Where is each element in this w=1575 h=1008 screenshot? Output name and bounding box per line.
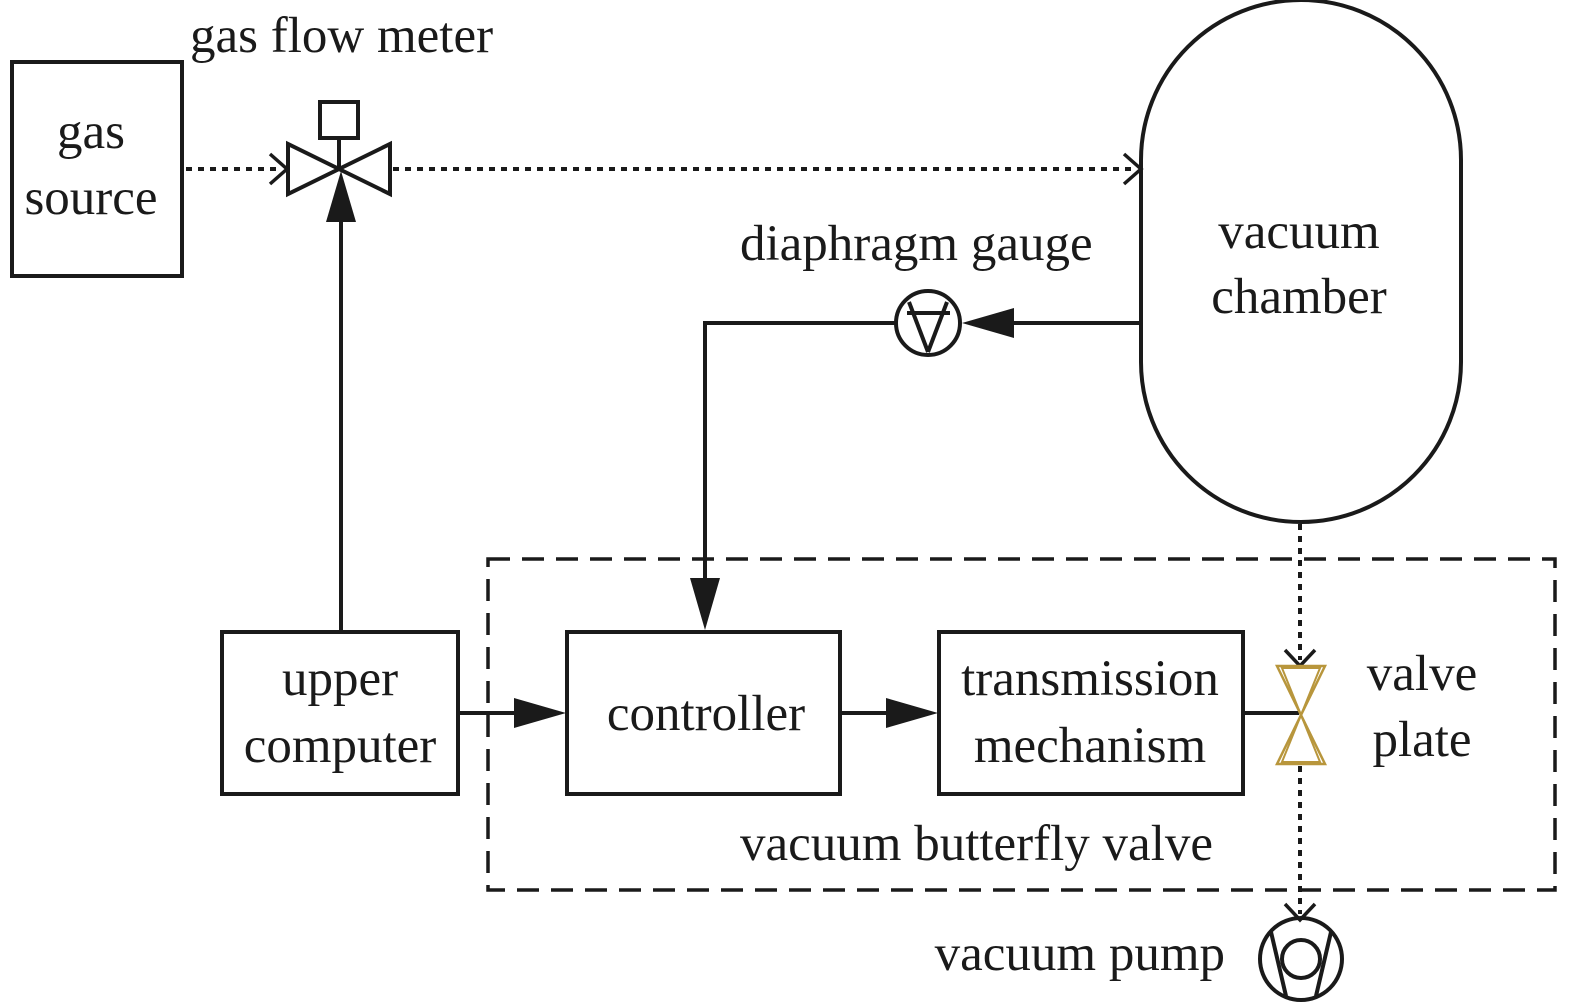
signal-arrow-to-gauge	[962, 308, 1014, 338]
controller-block: controller	[565, 630, 842, 796]
transmission-label-line1: transmission	[961, 651, 1219, 707]
transmission-label-line2: mechanism	[974, 718, 1206, 774]
signal-line-gauge-to-controller	[703, 321, 896, 580]
valve-plate-label-line1: valve	[1367, 646, 1477, 702]
signal-arrow-to-controller	[690, 578, 720, 630]
diaphragm-gauge-icon	[894, 289, 962, 357]
valve-plate-icon	[1274, 664, 1328, 766]
signal-arrow-to-transmission	[886, 698, 938, 728]
vacuum-chamber-label-line2: chamber	[1211, 269, 1387, 325]
gas-source-label-line2: source	[24, 170, 157, 226]
gas-flow-meter-label: gas flow meter	[190, 8, 493, 64]
signal-arrow-to-meter	[326, 171, 356, 222]
vacuum-pump-label: vacuum pump	[935, 926, 1225, 982]
vacuum-butterfly-valve-frame	[486, 557, 1557, 892]
vacuum-pump-icon	[1258, 916, 1344, 1002]
vacuum-butterfly-valve-label: vacuum butterfly valve	[740, 816, 1213, 872]
diaphragm-gauge-label: diaphragm gauge	[740, 216, 1093, 272]
vacuum-chamber-label-line1: vacuum	[1218, 204, 1379, 260]
signal-arrow-computer-to-controller	[514, 698, 566, 728]
gas-source-block: gas source	[10, 60, 184, 278]
transmission-mechanism-block: transmission mechanism	[937, 630, 1245, 796]
gas-flow-meter-valve-icon	[286, 100, 392, 198]
valve-plate-label-line2: plate	[1372, 712, 1471, 768]
gas-source-label-line1: gas	[57, 104, 125, 160]
upper-computer-label-line2: computer	[244, 718, 437, 774]
upper-computer-label-line1: upper	[282, 651, 398, 707]
upper-computer-block: upper computer	[220, 630, 460, 796]
controller-label: controller	[607, 686, 805, 742]
vacuum-chamber-block: vacuum chamber	[1139, 0, 1463, 524]
